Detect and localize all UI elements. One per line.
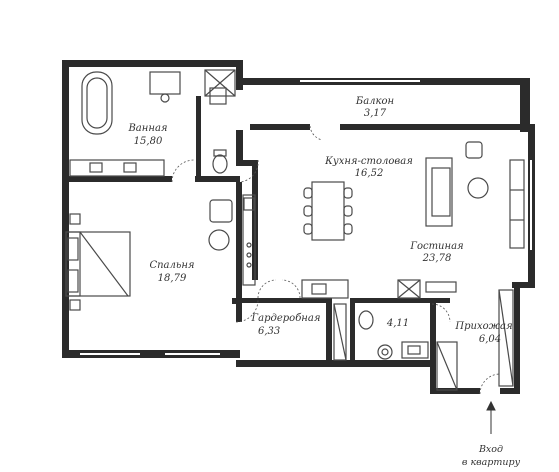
room-labels: Балкон 3,17 Ванная 15,80 Кухня-столовая … [127,96,520,468]
armchair-icon [465,141,483,159]
entrance-label-line1: Вход [478,444,503,455]
furniture [65,69,525,391]
room-area-bedroom: 18,79 [158,273,187,284]
sink-icon [401,341,429,359]
room-area-hall: 6,04 [479,334,501,345]
room-area-living: 23,78 [422,253,452,264]
dining-table-icon [311,181,345,241]
toilet-icon [212,154,228,174]
bathtub-icon [81,71,113,135]
toilet-icon [358,310,374,330]
entrance-arrow-icon [486,400,496,434]
room-name-wardrobe: Гардеробная [251,313,321,324]
room-name-living: Гостиная [409,241,463,252]
armchair-icon [209,199,233,223]
room-name-bedroom: Спальня [149,260,194,271]
sofa-icon [425,157,453,227]
room-area-kitchen: 16,52 [355,168,384,179]
coffee-table-icon [467,177,489,199]
room-area-balcony: 3,17 [364,108,387,119]
sink-icon [301,279,349,299]
room-name-balcony: Балкон [355,96,394,107]
room-name-kitchen: Кухня-столовая [324,156,413,167]
walls [62,60,535,394]
room-name-hall: Прихожая [454,321,512,332]
room-area-wc: 4,11 [386,318,409,329]
room-name-bathroom: Ванная [127,123,167,134]
shower-icon [204,69,236,97]
cabinet-icon [149,71,181,95]
room-area-wardrobe: 6,33 [258,326,280,337]
tv-cabinet-icon [509,159,525,249]
table-icon [208,229,230,251]
washing-machine-icon [377,344,393,360]
vanity-icon [69,159,165,177]
room-area-bathroom: 15,80 [134,136,163,147]
kitchen-counter-icon [242,194,256,286]
doors [171,125,501,395]
windows [80,80,532,355]
entrance-label-line2: в квартиру [462,457,521,468]
